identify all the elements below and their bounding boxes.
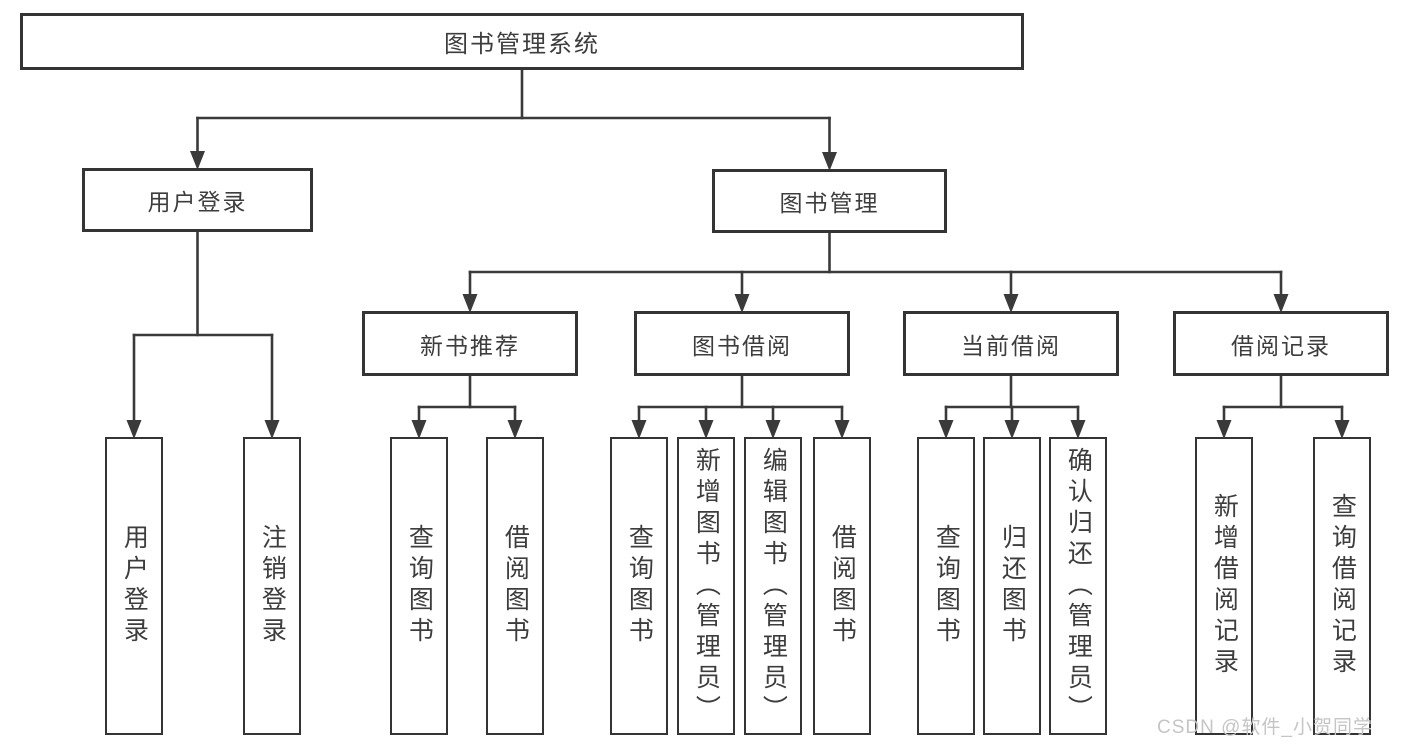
node-borrow-records: 借阅记录 — [1173, 311, 1389, 376]
node-label: 确认归还（管理员） — [1064, 446, 1093, 726]
arrowhead-icon — [1004, 420, 1020, 439]
node-label: 借阅图书 — [501, 524, 530, 648]
arrowhead-icon — [1003, 294, 1019, 313]
node-label: 图书管理系统 — [444, 31, 600, 58]
node-label: 图书借阅 — [692, 332, 792, 359]
arrowhead-icon — [264, 420, 280, 439]
arrowhead-icon — [190, 151, 205, 170]
node-label: 借阅记录 — [1231, 332, 1331, 359]
arrowhead-icon — [698, 420, 714, 439]
node-label: 归还图书 — [998, 524, 1027, 648]
arrowhead-icon — [631, 420, 647, 439]
node-label: 借阅图书 — [828, 524, 857, 648]
node-leaf-user-login: 用户登录 — [105, 437, 163, 735]
arrowhead-icon — [938, 420, 954, 439]
arrowhead-icon — [765, 420, 781, 439]
watermark-text: CSDN @软件_小贺同学 — [1157, 717, 1373, 738]
node-book-borrow: 图书借阅 — [634, 311, 850, 376]
node-cb-confirm-return: 确认归还（管理员） — [1049, 437, 1107, 735]
node-label: 用户登录 — [147, 189, 248, 215]
arrowhead-icon — [1334, 420, 1350, 439]
node-current-borrow: 当前借阅 — [903, 311, 1119, 376]
node-label: 当前借阅 — [961, 332, 1061, 359]
node-nb-query-books: 查询图书 — [390, 437, 448, 735]
node-label: 新书推荐 — [420, 332, 520, 359]
node-label: 编辑图书（管理员） — [759, 446, 788, 726]
node-label: 图书管理 — [779, 190, 880, 216]
node-nb-borrow-books: 借阅图书 — [486, 437, 544, 735]
arrowhead-icon — [462, 294, 478, 313]
node-br-query-record: 查询借阅记录 — [1313, 437, 1371, 735]
node-bb-borrow-books: 借阅图书 — [813, 437, 871, 735]
node-leaf-logout: 注销登录 — [243, 437, 301, 735]
arrowhead-icon — [734, 294, 750, 313]
node-label: 查询图书 — [405, 524, 434, 648]
arrowhead-icon — [822, 152, 837, 171]
arrowhead-icon — [834, 420, 850, 439]
node-bb-add-books: 新增图书（管理员） — [677, 437, 735, 735]
node-label: 查询图书 — [625, 524, 654, 648]
node-cb-query-books: 查询图书 — [917, 437, 975, 735]
arrowhead-icon — [1070, 420, 1086, 439]
arrowhead-icon — [411, 420, 427, 439]
node-root: 图书管理系统 — [20, 13, 1024, 70]
arrowhead-icon — [1216, 420, 1232, 439]
node-bb-query-books: 查询图书 — [610, 437, 668, 735]
node-label: 查询图书 — [932, 524, 961, 648]
node-label: 注销登录 — [258, 524, 287, 648]
node-user-login: 用户登录 — [82, 168, 313, 232]
node-book-management: 图书管理 — [712, 169, 947, 233]
node-new-book-recommend: 新书推荐 — [362, 311, 578, 376]
node-label: 新增图书（管理员） — [692, 446, 721, 726]
arrowhead-icon — [507, 420, 523, 439]
node-label: 用户登录 — [120, 524, 149, 648]
node-cb-return-books: 归还图书 — [983, 437, 1041, 735]
arrowhead-icon — [126, 420, 142, 439]
arrowhead-icon — [1273, 294, 1289, 313]
node-br-add-record: 新增借阅记录 — [1195, 437, 1253, 735]
node-label: 新增借阅记录 — [1210, 493, 1239, 679]
node-label: 查询借阅记录 — [1328, 493, 1357, 679]
node-bb-edit-books: 编辑图书（管理员） — [744, 437, 802, 735]
